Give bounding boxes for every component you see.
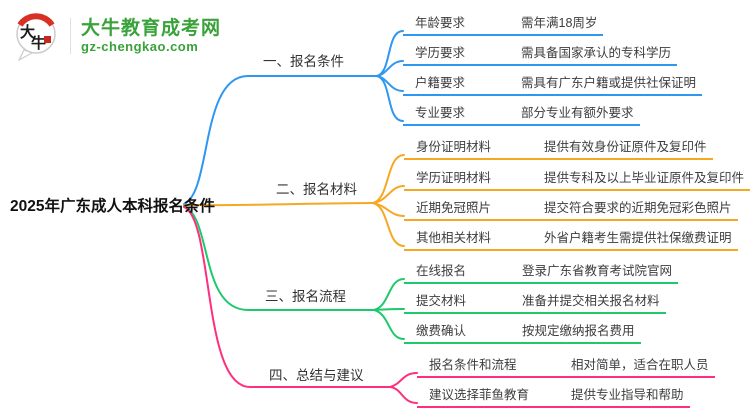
branch-4-lines: [183, 206, 418, 404]
node-row-age: 年龄要求 需年满18周岁: [403, 9, 604, 36]
node-label: 学历证明材料: [416, 171, 492, 185]
node-value: 外省户籍考生需提供社保缴费证明: [544, 231, 732, 245]
branch-2-lines: [183, 154, 405, 247]
root-node-title: 2025年广东成人本科报名条件: [10, 198, 215, 215]
node-value: 需具备国家承认的专科学历: [521, 46, 672, 60]
node-label: 提交材料: [416, 294, 467, 308]
node-value: 按规定缴纳报名费用: [522, 324, 635, 338]
site-url: gz-chengkao.com: [81, 39, 199, 55]
site-name: 大牛教育成考网: [81, 17, 222, 39]
branch-1-title: 一、报名条件: [263, 54, 344, 69]
node-label: 建议选择菲鱼教育: [429, 388, 530, 402]
node-label: 报名条件和流程: [429, 358, 517, 372]
node-row-education: 学历要求 需具备国家承认的专科学历: [403, 39, 678, 66]
logo-text-block: 大牛教育成考网 gz-chengkao.com: [70, 17, 222, 55]
node-value: 提供专科及以上毕业证原件及复印件: [544, 171, 745, 185]
branch-4-title: 四、总结与建议: [269, 368, 364, 383]
node-label: 近期免冠照片: [416, 201, 492, 215]
node-label: 学历要求: [415, 46, 466, 60]
site-logo[interactable]: 大 牛 大牛教育成考网 gz-chengkao.com: [12, 10, 221, 62]
svg-text:大: 大: [20, 23, 35, 41]
node-value: 提供有效身份证原件及复印件: [544, 140, 707, 154]
node-value: 部分专业有额外要求: [521, 106, 634, 120]
node-value: 相对简单，适合在职人员: [571, 358, 709, 372]
cow-calligraphy-icon: 大 牛: [16, 13, 56, 62]
node-row-residency: 户籍要求 需具有广东户籍或提供社保证明: [403, 69, 703, 96]
branch-2-title: 二、报名材料: [276, 182, 357, 197]
node-row-recommendation: 建议选择菲鱼教育 提供专业指导和帮助: [417, 381, 690, 408]
branch-3-lines: [183, 205, 405, 340]
svg-text:牛: 牛: [31, 34, 46, 52]
node-value: 准备并提交相关报名材料: [522, 294, 660, 308]
node-row-id-docs: 身份证明材料 提供有效身份证原件及复印件: [404, 133, 713, 160]
node-label: 年龄要求: [415, 16, 466, 30]
node-row-summary: 报名条件和流程 相对简单，适合在职人员: [417, 351, 715, 378]
node-row-other-docs: 其他相关材料 外省户籍考生需提供社保缴费证明: [404, 224, 738, 251]
branch-3-title: 三、报名流程: [265, 289, 346, 304]
node-value: 提交符合要求的近期免冠彩色照片: [544, 201, 732, 215]
node-row-payment: 缴费确认 按规定缴纳报名费用: [404, 317, 641, 344]
node-label: 户籍要求: [415, 76, 466, 90]
node-row-online-signup: 在线报名 登录广东省教育考试院官网: [404, 257, 679, 284]
node-label: 专业要求: [415, 106, 466, 120]
node-row-diploma-docs: 学历证明材料 提供专科及以上毕业证原件及复印件: [404, 164, 750, 191]
node-value: 登录广东省教育考试院官网: [522, 264, 673, 278]
node-label: 缴费确认: [416, 324, 467, 338]
node-label: 其他相关材料: [416, 231, 492, 245]
node-value: 需年满18周岁: [521, 16, 598, 30]
node-row-major: 专业要求 部分专业有额外要求: [403, 99, 640, 126]
node-value: 需具有广东户籍或提供社保证明: [521, 76, 697, 90]
node-row-submit-docs: 提交材料 准备并提交相关报名材料: [404, 287, 666, 314]
node-row-photo: 近期免冠照片 提交符合要求的近期免冠彩色照片: [404, 194, 738, 221]
node-label: 在线报名: [416, 264, 467, 278]
node-value: 提供专业指导和帮助: [571, 388, 684, 402]
node-label: 身份证明材料: [416, 140, 492, 154]
branch-1-lines: [183, 30, 404, 205]
